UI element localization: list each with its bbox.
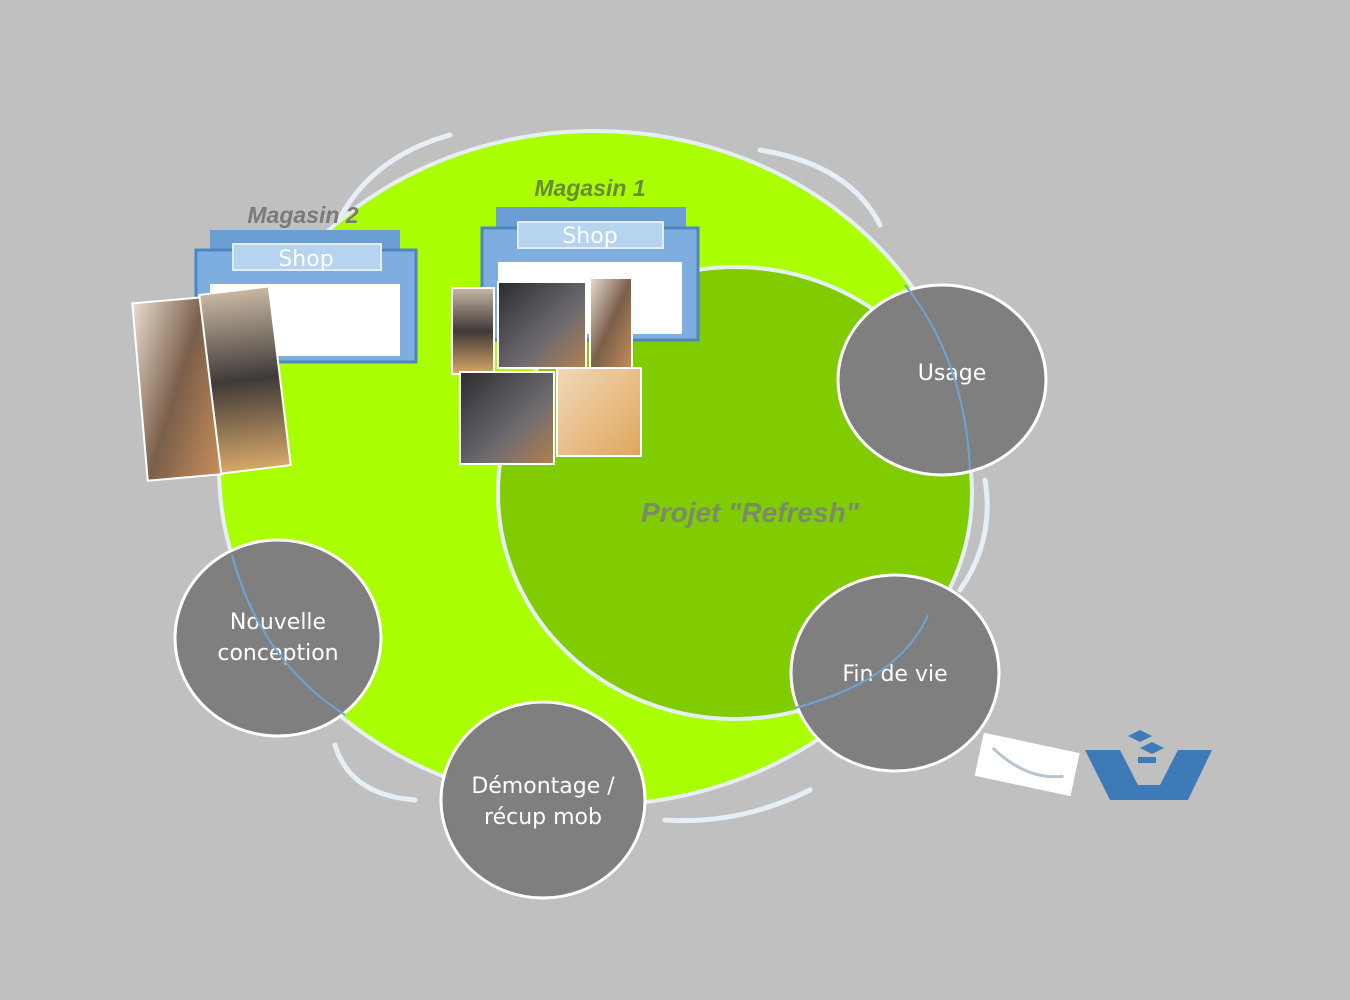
store-magasin-2: Magasin 2 Shop [131,202,418,482]
arrow-icon [757,147,883,228]
shop-sign: Shop [562,224,617,249]
stage-usage: Usage [836,283,1048,477]
store-photo [589,277,633,371]
recycle-bin-icon [974,730,1212,800]
stage-label: Nouvelle [230,610,326,635]
arrow-icon [662,787,813,824]
shop-sign: Shop [278,247,333,272]
stage-fin-de-vie: Fin de vie [789,573,1001,773]
store-name: Magasin 1 [534,175,645,201]
store-photo [556,367,642,457]
cycle-arrows [327,132,990,824]
store-magasin-1: Magasin 1 Shop [451,175,700,465]
stage-label: Démontage / [471,774,615,799]
stage-demontage: Démontage / récup mob [439,700,647,900]
store-photo [459,371,555,465]
store-photo [497,281,587,369]
project-title: Projet "Refresh" [641,497,860,528]
arrow-icon [332,742,418,803]
orbit-line [231,284,971,716]
stage-label: récup mob [484,805,602,830]
arrow-icon [957,477,990,593]
store-photo [451,287,495,375]
store-name: Magasin 2 [247,202,358,228]
stage-nouvelle-conception: Nouvelle conception [173,538,383,738]
store-photo [198,285,292,475]
